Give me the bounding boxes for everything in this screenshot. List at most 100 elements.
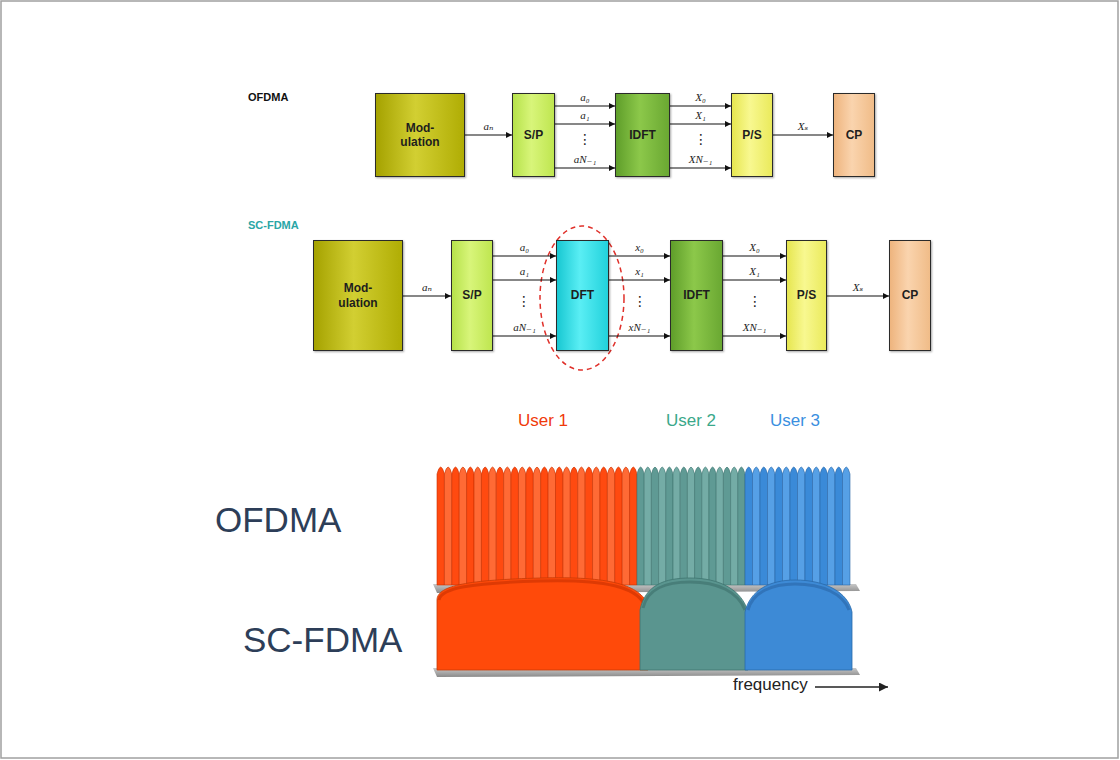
block-label: S/P	[524, 128, 543, 142]
subcarrier-bar	[474, 467, 481, 585]
user-label: User 2	[666, 411, 716, 431]
signal-name: a₀	[579, 91, 590, 104]
signal-arrow	[403, 295, 451, 296]
process-block: DFT	[556, 240, 609, 351]
subcarrier-bar	[600, 467, 607, 585]
subcarrier-bar	[843, 467, 851, 585]
process-block: IDFT	[615, 93, 670, 177]
subcarrier-bar	[775, 467, 783, 585]
signal-arrow	[493, 335, 556, 336]
process-block: Mod- ulation	[375, 93, 465, 177]
block-label: CP	[846, 128, 863, 142]
subcarrier-bar	[556, 467, 563, 585]
subcarrier-bar	[570, 467, 577, 585]
signal-name: aₙ	[483, 120, 495, 133]
ellipsis-dots: ⋮	[694, 131, 708, 147]
user-label: User 3	[770, 411, 820, 431]
ellipsis-dots: ⋮	[748, 293, 762, 309]
process-block: P/S	[786, 240, 827, 351]
process-block: IDFT	[670, 240, 723, 351]
hump-top	[643, 582, 745, 610]
signal-arrow	[493, 255, 556, 256]
signal-arrow	[609, 279, 670, 280]
signal-arrow	[723, 335, 786, 336]
subcarrier-bar	[695, 467, 702, 585]
user1-hump	[437, 578, 648, 670]
block-label: IDFT	[683, 288, 710, 302]
signal-name: aN₋₁	[573, 153, 597, 166]
subcarrier-bar	[622, 467, 629, 585]
signal-name: XN₋₁	[688, 153, 714, 166]
subcarrier-bar	[615, 467, 622, 585]
subcarrier-bar	[504, 467, 511, 585]
subcarrier-bar	[452, 467, 459, 585]
subcarrier-bar	[835, 467, 843, 585]
subcarrier-bar	[444, 467, 451, 585]
signal-arrow	[493, 279, 556, 280]
block-label: Mod- ulation	[400, 121, 439, 150]
subcarrier-bar	[630, 467, 637, 585]
signal-name: Xₛ	[797, 120, 809, 133]
subcarrier-bar	[511, 467, 518, 585]
subcarrier-bar	[644, 467, 651, 585]
ellipsis-dots: ⋮	[578, 131, 592, 147]
subcarrier-bar	[593, 467, 600, 585]
signal-name: a₀	[519, 241, 530, 254]
subcarrier-bar	[459, 467, 466, 585]
spectrum-illustration	[433, 467, 860, 677]
subcarrier-bar	[541, 467, 548, 585]
subcarrier-bar	[533, 467, 540, 585]
subcarrier-bar	[723, 467, 730, 585]
subcarrier-bar	[489, 467, 496, 585]
user2-hump	[640, 578, 748, 670]
subcarrier-bar	[828, 467, 836, 585]
subcarrier-bar	[481, 467, 488, 585]
subcarrier-bar	[563, 467, 570, 585]
signal-name: xN₋₁	[628, 321, 652, 334]
axis-label: frequency	[733, 675, 808, 695]
signal-name: X₁	[694, 109, 707, 122]
signal-name: X₀	[694, 91, 707, 104]
row-title: SC-FDMA	[248, 219, 299, 231]
subcarrier-bar	[813, 467, 821, 585]
user-label: User 1	[518, 411, 568, 431]
process-block: P/S	[731, 93, 773, 177]
subcarrier-bar	[518, 467, 525, 585]
signal-arrow	[670, 167, 731, 168]
process-block: S/P	[451, 240, 493, 351]
subcarrier-bar	[798, 467, 806, 585]
subcarrier-bar	[783, 467, 791, 585]
subcarrier-bar	[651, 467, 658, 585]
signal-arrow	[555, 123, 615, 124]
subcarrier-bar	[467, 467, 474, 585]
subcarrier-bar	[680, 467, 687, 585]
subcarrier-bar	[709, 467, 716, 585]
subcarrier-bar	[687, 467, 694, 585]
block-label: CP	[902, 288, 919, 302]
signal-arrow	[670, 123, 731, 124]
signal-name: x₁	[634, 265, 645, 278]
subcarrier-bar	[607, 467, 614, 585]
ellipsis-dots: ⋮	[517, 293, 531, 309]
process-block: CP	[889, 240, 931, 351]
frequency-axis-arrow	[815, 686, 888, 688]
subcarrier-bar	[753, 467, 761, 585]
subcarrier-bar	[585, 467, 592, 585]
signal-name: X₁	[748, 265, 761, 278]
user3-hump	[745, 580, 852, 670]
process-block: Mod- ulation	[313, 240, 403, 351]
subcarrier-bar	[666, 467, 673, 585]
process-block: CP	[833, 93, 875, 177]
subcarrier-bar	[637, 467, 644, 585]
signal-arrow	[609, 255, 670, 256]
signal-name: x₀	[634, 241, 645, 254]
subcarrier-bar	[673, 467, 680, 585]
block-label: P/S	[742, 128, 761, 142]
subcarrier-bar	[760, 467, 768, 585]
signal-arrow	[555, 167, 615, 168]
subcarrier-bar	[526, 467, 533, 585]
